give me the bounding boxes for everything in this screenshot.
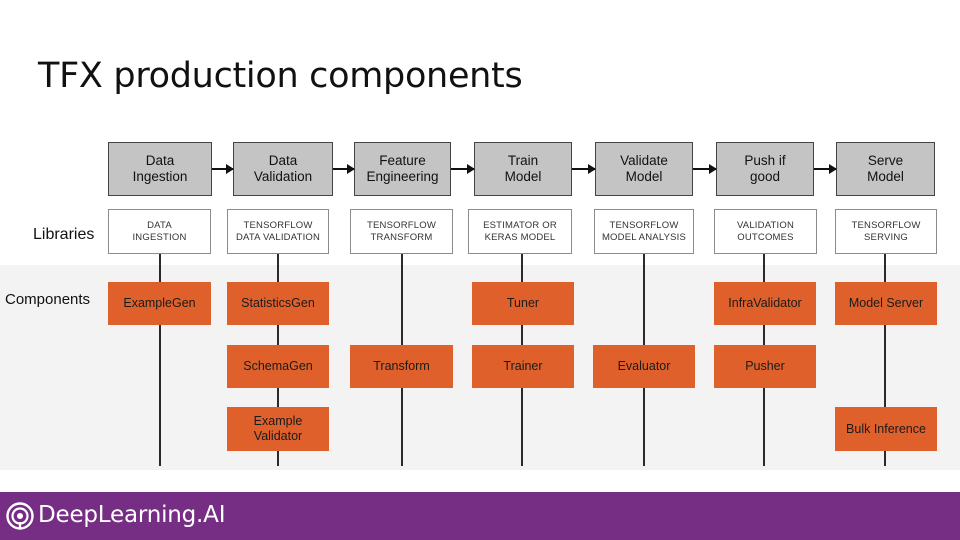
component-examplevalidator: Example Validator [227,407,329,451]
flow-arrow-icon [333,164,355,174]
component-bulk-inference: Bulk Inference [835,407,937,451]
components-row-label: Components [5,291,91,308]
slide-title: TFX production components [38,56,523,96]
stage-connector-line [159,253,161,466]
component-model-server: Model Server [835,282,937,325]
stage-push-if-good: Push if good [716,142,814,196]
stage-validate-model: Validate Model [595,142,693,196]
stage-data-validation: Data Validation [233,142,333,196]
component-trainer: Trainer [472,345,574,388]
library-estimator-or-keras: ESTIMATOR OR KERAS MODEL [468,209,572,254]
component-infravalidator: InfraValidator [714,282,816,325]
library-tensorflow-serving: TENSORFLOW SERVING [835,209,937,254]
stage-feature-engineering: Feature Engineering [354,142,451,196]
component-evaluator: Evaluator [593,345,695,388]
stage-data-ingestion: Data Ingestion [108,142,212,196]
component-statisticsgen: StatisticsGen [227,282,329,325]
flow-arrow-icon [572,164,596,174]
component-examplegen: ExampleGen [108,282,211,325]
stage-serve-model: Serve Model [836,142,935,196]
stage-connector-line [884,253,886,466]
library-tensorflow-data-validation: TENSORFLOW DATA VALIDATION [227,209,329,254]
library-tensorflow-transform: TENSORFLOW TRANSFORM [350,209,453,254]
component-tuner: Tuner [472,282,574,325]
component-schemagen: SchemaGen [227,345,329,388]
footer-bar: DeepLearning.AI [0,492,960,540]
stage-train-model: Train Model [474,142,572,196]
flow-arrow-icon [814,164,837,174]
library-data-ingestion: DATA INGESTION [108,209,211,254]
flow-arrow-icon [212,164,234,174]
libraries-row-label: Libraries [33,226,95,243]
component-pusher: Pusher [714,345,816,388]
library-tensorflow-model-analysis: TENSORFLOW MODEL ANALYSIS [594,209,694,254]
library-validation-outcomes: VALIDATION OUTCOMES [714,209,817,254]
flow-arrow-icon [693,164,717,174]
deeplearning-ai-logo-icon [6,502,34,530]
brand-name: DeepLearning.AI [38,502,226,528]
flow-arrow-icon [451,164,475,174]
component-transform: Transform [350,345,453,388]
